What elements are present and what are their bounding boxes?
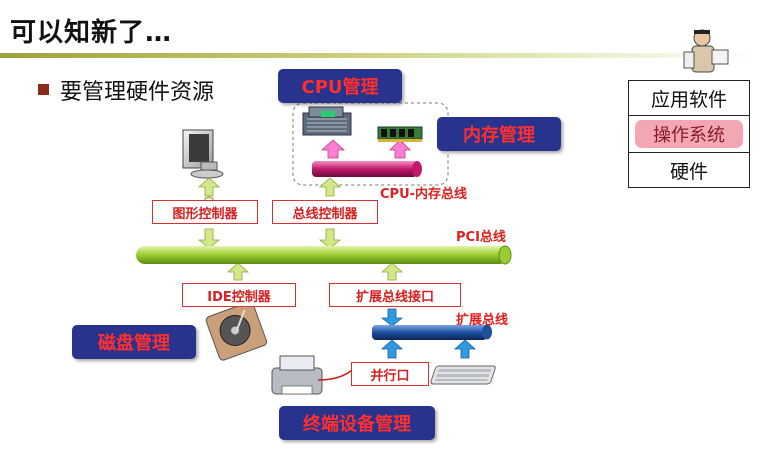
green-arrow-ide-up	[226, 262, 250, 281]
layer-stack: 应用软件 操作系统 硬件	[628, 80, 750, 188]
hard-disk-icon	[205, 301, 268, 361]
pci-bus-label: PCI总线	[456, 230, 506, 245]
bus-controller: 总线控制器	[272, 200, 378, 224]
layer-app: 应用软件	[650, 88, 727, 111]
printer-icon	[271, 355, 323, 395]
layer-os: 操作系统	[635, 120, 743, 148]
memory-management-callout: 内存管理	[437, 117, 561, 151]
ide-controller: IDE控制器	[182, 283, 296, 307]
expansion-bus	[372, 324, 492, 340]
cpu-chip-icon	[302, 106, 352, 136]
blue-arrow-expansion-bus	[380, 308, 404, 327]
disk-management-callout: 磁盘管理	[72, 325, 196, 359]
expansion-bus-label: 扩展总线	[456, 313, 509, 328]
pink-arrow-memory	[389, 139, 411, 159]
green-arrow-expansion-up	[380, 262, 404, 281]
blue-arrow-parallel-up	[380, 339, 404, 359]
parallel-port: 并行口	[351, 362, 429, 386]
memory-module-icon	[377, 126, 423, 142]
green-arrow-graphics-pci	[197, 228, 221, 249]
green-arrow-cpubus	[318, 177, 342, 197]
keyboard-icon	[430, 365, 496, 385]
layer-hw: 硬件	[629, 152, 749, 187]
terminal-management-callout: 终端设备管理	[279, 406, 435, 440]
monitor-icon	[182, 129, 224, 179]
bullet-text: 要管理硬件资源	[60, 80, 215, 105]
layer-os-row: 操作系统	[629, 115, 749, 152]
pink-arrow-cpu	[320, 139, 346, 159]
cpu-management-callout: CPU管理	[278, 69, 402, 103]
green-arrow-buscontroller-pci	[318, 228, 342, 249]
green-arrow-monitor	[197, 177, 221, 197]
pci-bus	[136, 245, 512, 265]
graphics-controller: 图形控制器	[152, 200, 258, 224]
cpu-memory-bus-label: CPU-内存总线	[380, 187, 468, 202]
printer-connector	[317, 369, 353, 381]
title-underline	[0, 53, 760, 58]
blue-arrow-keyboard-up	[453, 339, 477, 359]
bullet-marker	[38, 84, 49, 95]
expansion-bus-interface: 扩展总线接口	[329, 283, 461, 307]
cpu-memory-bus	[312, 161, 422, 177]
slide-title: 可以知新了…	[10, 18, 173, 48]
